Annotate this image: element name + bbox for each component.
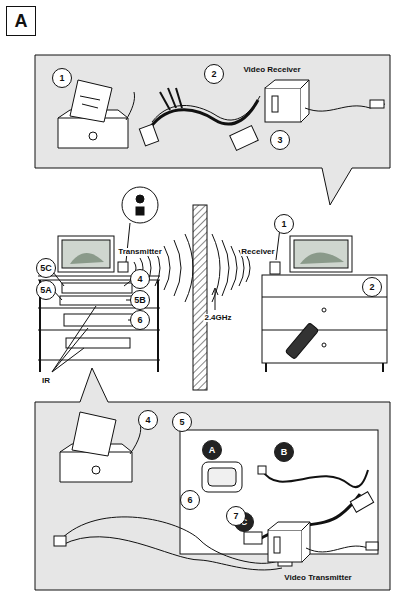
part-label: Transmitter (117, 248, 163, 256)
callout-number: 4 (130, 269, 150, 289)
callout-number: 1 (274, 214, 294, 234)
callout-number: 2 (204, 64, 224, 84)
callout-number: 2 (362, 277, 382, 297)
part-label: Receiver (240, 248, 275, 256)
callout-number: B (274, 442, 294, 462)
part-label: Video Receiver (242, 66, 301, 74)
callout-number: 5A (36, 280, 56, 300)
callout-number: 6 (180, 490, 200, 510)
callout-number: 5C (36, 258, 56, 278)
callout-number: 7 (226, 506, 246, 526)
callout-number: 3 (270, 130, 290, 150)
part-label: Video Transmitter (283, 574, 352, 582)
part-label: IR (41, 377, 51, 385)
callout-number: 4 (138, 410, 158, 430)
figure-letter: A (15, 11, 28, 32)
callout-number: 5 (172, 412, 192, 432)
callout-number: A (202, 440, 222, 460)
callout-number: 6 (130, 310, 150, 330)
callout-number: 1 (52, 68, 72, 88)
callout-number: 5B (130, 290, 150, 310)
part-label: 2.4GHz (203, 314, 232, 322)
figure-letter-box: A (6, 6, 36, 36)
